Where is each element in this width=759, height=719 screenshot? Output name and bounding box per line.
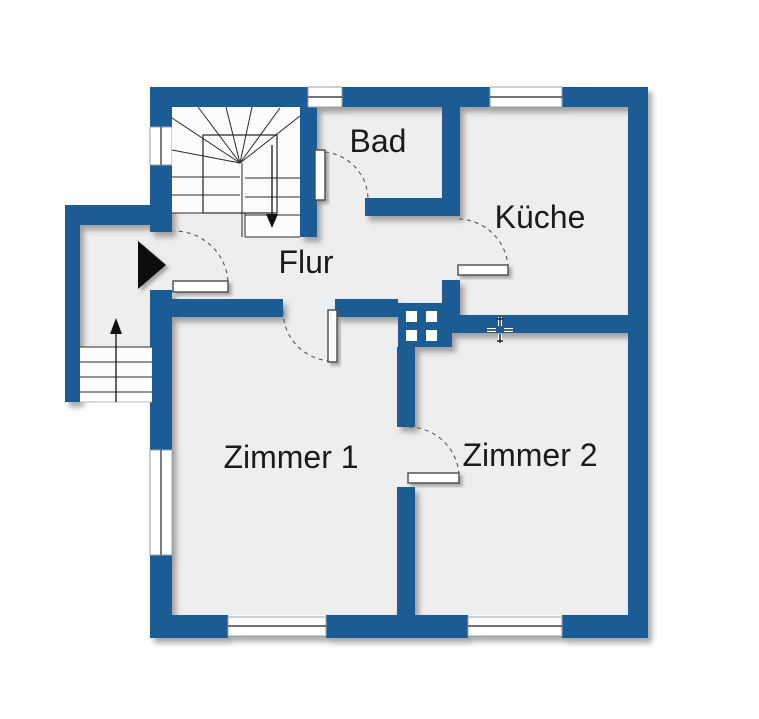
chimney-flue-3 [406, 330, 417, 341]
zimmer2-door-leaf [407, 472, 460, 484]
room-label-bad: Bad [350, 123, 407, 159]
vestibule-wall-left [65, 205, 80, 402]
kueche-door-leaf [457, 264, 509, 276]
wall-left-seg4 [150, 555, 172, 638]
stair-fan-lines [171, 106, 301, 164]
stairwell-east-wall [300, 107, 317, 237]
vestibule-wall-top [65, 205, 152, 225]
bad-south-wall [365, 198, 460, 216]
chimney-block [398, 303, 452, 347]
stairwell [171, 106, 301, 238]
zimmer1-door-swing [282, 310, 333, 362]
doors [172, 149, 509, 484]
wall-top-middle [342, 87, 490, 107]
chimney-flue-4 [426, 330, 437, 341]
zimmer1-door-leaf [327, 309, 338, 363]
flur-south-wall-west [150, 299, 283, 317]
kueche-west-wall-upper [442, 107, 460, 213]
bad-door-swing [324, 151, 369, 200]
windows [149, 86, 563, 637]
wall-top-right [562, 87, 648, 107]
stair-left-flight [172, 176, 240, 214]
chimney-flue-1 [406, 311, 417, 322]
wall-left-seg3 [150, 290, 172, 450]
entrance-door-swing [173, 230, 229, 282]
cursor-crosshair-icon [487, 317, 513, 343]
wall-left-seg1 [150, 87, 172, 127]
bad-door-leaf [314, 149, 326, 201]
room-label-kueche: Küche [495, 199, 586, 235]
outdoor-stairs [80, 318, 152, 403]
zimmer2-door-swing [408, 426, 460, 475]
chimney-flue-2 [426, 311, 437, 322]
entrance-arrow-icon [138, 241, 166, 289]
entrance-door-leaf [172, 280, 229, 293]
wall-bottom-middle [326, 615, 468, 638]
room-label-flur: Flur [278, 244, 333, 280]
kueche-south-wall [452, 315, 628, 333]
zimmer-divider-wall-lower [397, 487, 415, 615]
stairs-up-arrow [110, 318, 122, 402]
room-labels: Bad Küche Flur Zimmer 1 Zimmer 2 [223, 123, 597, 475]
wall-top-left [150, 87, 308, 107]
room-label-zimmer2: Zimmer 2 [462, 437, 597, 473]
kueche-door-swing [458, 218, 509, 267]
wall-bottom-right [562, 615, 648, 638]
room-label-zimmer1: Zimmer 1 [223, 439, 358, 475]
walls [65, 86, 648, 638]
stairs-down-arrow [266, 145, 278, 228]
flur-south-wall-east [335, 299, 398, 317]
wall-left-seg2 [150, 165, 172, 232]
zimmer-divider-wall-upper [397, 347, 415, 427]
wall-right [628, 87, 648, 638]
